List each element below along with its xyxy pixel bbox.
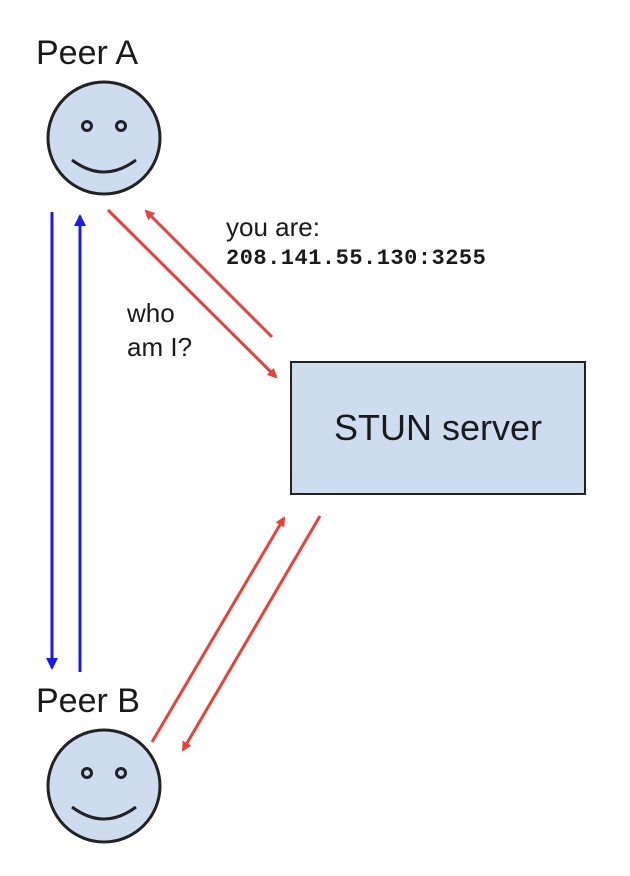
response-address: 208.141.55.130:3255 bbox=[226, 246, 487, 271]
peer-b-face-icon bbox=[46, 728, 162, 844]
stun-server-box-fill bbox=[290, 361, 586, 495]
peer-a-request-arrow bbox=[106, 208, 278, 379]
peer-a-response-arrow bbox=[144, 209, 274, 339]
peer-a-label: Peer A bbox=[36, 34, 139, 72]
peer-a-face-icon bbox=[46, 80, 162, 196]
request-label-line1: who bbox=[127, 298, 175, 328]
peer-b-request-arrow bbox=[150, 516, 286, 743]
peer-b-response-arrow bbox=[181, 515, 322, 752]
request-label-line2: am I? bbox=[127, 332, 193, 362]
stun-server-box: STUN server bbox=[290, 361, 586, 495]
response-label-line1: you are: bbox=[226, 212, 320, 242]
stun-server-label: STUN server bbox=[333, 407, 543, 448]
peer-b-label: Peer B bbox=[36, 682, 140, 720]
